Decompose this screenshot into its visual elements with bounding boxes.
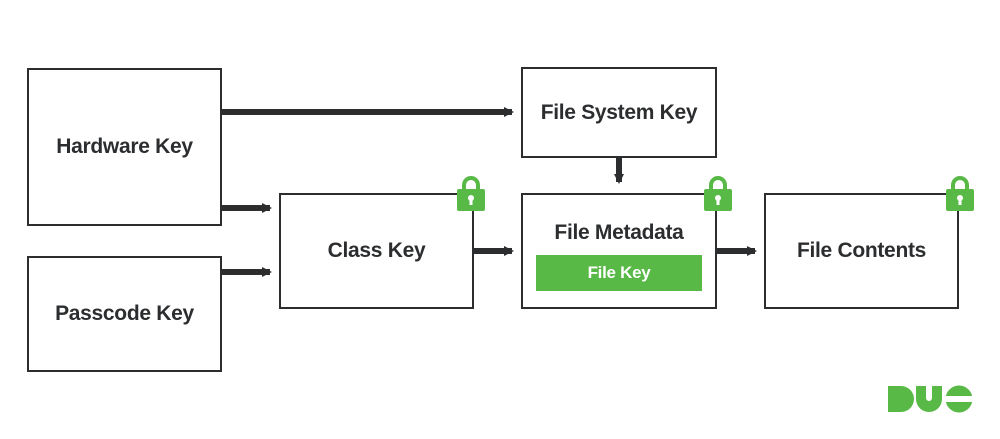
lock-icon: [946, 176, 974, 211]
file-metadata-node: File Metadata File Key: [521, 193, 717, 309]
file-key-label: File Key: [587, 263, 651, 282]
file-system-key-label: File System Key: [540, 100, 698, 124]
passcode-key-label: Passcode Key: [55, 302, 194, 325]
file-contents-node: File Contents: [764, 193, 959, 309]
file-key-badge: File Key: [536, 255, 702, 291]
lock-icon: [704, 176, 732, 211]
duo-logo: [888, 385, 974, 413]
class-key-label: Class Key: [327, 239, 426, 262]
file-contents-label: File Contents: [796, 239, 927, 262]
file-metadata-label: File Metadata: [554, 221, 684, 244]
file-system-key-node: File System Key: [521, 67, 717, 158]
hardware-key-label: Hardware Key: [56, 135, 193, 158]
lock-icon: [457, 176, 485, 211]
class-key-node: Class Key: [279, 193, 474, 309]
passcode-key-node: Passcode Key: [27, 256, 222, 372]
hardware-key-node: Hardware Key: [27, 68, 222, 226]
